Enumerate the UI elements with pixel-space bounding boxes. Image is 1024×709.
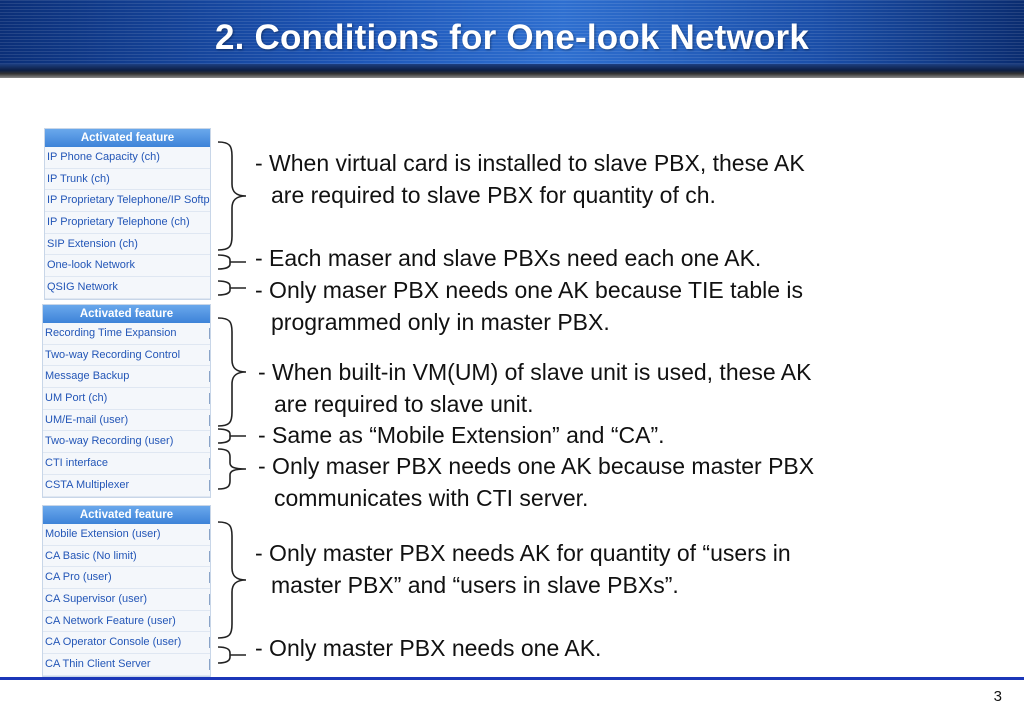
feature-row: CSTA Multiplexer — [43, 474, 210, 497]
feature-row: One-look Network — [45, 255, 210, 278]
brace-icon — [217, 448, 247, 490]
feature-row: CA Pro (user) — [43, 567, 210, 590]
brace-icon — [217, 521, 247, 639]
feature-row: UM Port (ch) — [43, 388, 210, 410]
feature-panel-network: Activated feature IP Phone Capacity (ch)… — [44, 128, 211, 300]
brace-icon — [217, 428, 246, 444]
brace-icon — [217, 254, 246, 270]
feature-row: QSIG Network — [45, 277, 210, 299]
footer-divider — [0, 677, 1024, 680]
feature-row: CA Network Feature (user) — [43, 610, 210, 633]
brace-icon — [217, 317, 247, 427]
feature-row: CA Thin Client Server — [43, 654, 210, 676]
brace-icon — [217, 141, 247, 251]
feature-row: IP Phone Capacity (ch) — [45, 147, 210, 169]
title-banner-shadow — [0, 64, 1024, 78]
note-each-pbx: - Each maser and slave PBXs need each on… — [255, 245, 762, 271]
note-users-quantity: - Only master PBX needs AK for quantity … — [255, 540, 791, 598]
note-master-one-ak: - Only master PBX needs one AK. — [255, 635, 602, 661]
note-same-as: - Same as “Mobile Extension” and “CA”. — [258, 422, 665, 448]
slide-title: 2. Conditions for One-look Network — [214, 18, 810, 57]
note-virtual-card: - When virtual card is installed to slav… — [255, 150, 805, 208]
feature-row: CTI interface — [43, 453, 210, 475]
feature-row: CA Operator Console (user) — [43, 632, 210, 655]
feature-row: UM/E-mail (user) — [43, 409, 210, 432]
feature-row: Recording Time Expansion — [43, 323, 210, 345]
panel-header: Activated feature — [43, 506, 210, 524]
feature-panel-ca: Activated feature Mobile Extension (user… — [42, 505, 211, 677]
note-vm-um: - When built-in VM(UM) of slave unit is … — [258, 359, 812, 417]
feature-row: Two-way Recording (user) — [43, 431, 210, 454]
feature-panel-voicemail: Activated feature Recording Time Expansi… — [42, 304, 211, 498]
panel-header: Activated feature — [43, 305, 210, 323]
page-number: 3 — [993, 688, 1002, 705]
note-cti-server: - Only maser PBX needs one AK because ma… — [258, 453, 815, 511]
feature-row: CA Supervisor (user) — [43, 589, 210, 611]
feature-row: IP Proprietary Telephone/IP Softphone (c… — [45, 190, 210, 213]
note-tie-table: - Only maser PBX needs one AK because TI… — [255, 277, 804, 335]
feature-row: IP Proprietary Telephone (ch) — [45, 212, 210, 234]
panel-header: Activated feature — [45, 129, 210, 147]
feature-row: Two-way Recording Control — [43, 344, 210, 367]
feature-row: CA Basic (No limit) — [43, 545, 210, 568]
feature-row: IP Trunk (ch) — [45, 168, 210, 191]
feature-row: Message Backup — [43, 366, 210, 389]
feature-row: Mobile Extension (user) — [43, 524, 210, 546]
brace-icon — [217, 280, 246, 296]
brace-icon — [217, 646, 246, 664]
feature-row: SIP Extension (ch) — [45, 233, 210, 256]
